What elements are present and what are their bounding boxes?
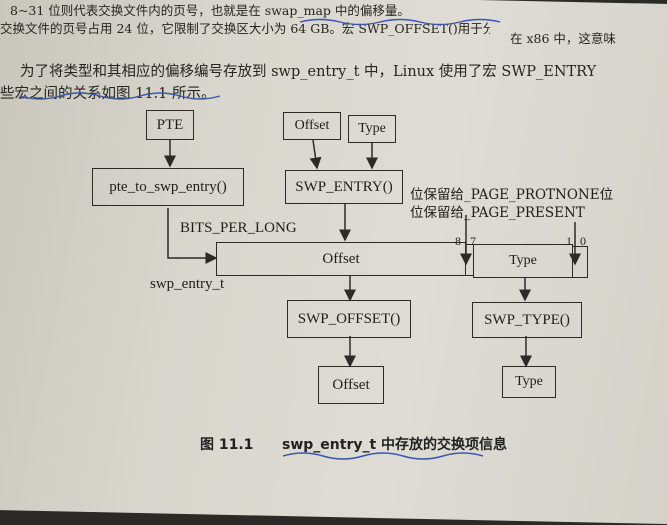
swp-entry-fn-box: SWP_ENTRY() <box>285 170 403 204</box>
bits-per-long-label: BITS_PER_LONG <box>180 220 297 236</box>
bit-7-label: 7 <box>470 234 476 248</box>
arrow-offset-down <box>309 139 322 170</box>
figure-title: swp_entry_t 中存放的交换项信息 <box>282 437 508 453</box>
figure-number: 图 11.1 <box>200 437 254 453</box>
bit-1-label: 1 <box>566 234 572 248</box>
swp-type-fn-box: SWP_TYPE() <box>472 302 582 338</box>
text-line-1-tail: 在 x86 中，这意味 <box>510 31 616 46</box>
pen-underline-text-2 <box>299 18 501 26</box>
pen-underline-text <box>19 92 221 100</box>
bit-0-label: 0 <box>580 234 586 248</box>
entry-offset-field: Offset <box>216 242 466 276</box>
arrow-pte-entry <box>167 208 218 264</box>
swp-entry-t-label: swp_entry_t <box>150 276 225 292</box>
pte-to-swp-entry-box: pte_to_swp_entry() <box>92 168 244 206</box>
offset-output-box: Offset <box>318 366 384 404</box>
type-input-box: Type <box>348 115 396 143</box>
offset-input-box: Offset <box>283 112 341 140</box>
swp-offset-fn-box: SWP_OFFSET() <box>287 300 411 338</box>
reserved-present-label: 位保留给_PAGE_PRESENT <box>410 205 585 221</box>
diagram-connectors <box>19 18 581 460</box>
entry-bit0-field <box>572 246 588 278</box>
swp-entry-t-bitfield: Offset Type <box>216 242 588 278</box>
text-line-2: 为了将类型和其相应的偏移编号存放到 swp_entry_t 中，Linux 使用… <box>20 64 597 80</box>
entry-type-field: Type <box>473 244 573 278</box>
pte-box: PTE <box>146 110 194 140</box>
type-output-box: Type <box>502 366 556 398</box>
reserved-protnone-label: 位保留给_PAGE_PROTNONE位 <box>410 187 614 203</box>
bit-8-label: 8 <box>455 234 461 248</box>
text-line-0: 8~31 位则代表交换文件内的页号，也就是在 swap_map 中的偏移量。 <box>10 3 410 18</box>
pen-underline-caption <box>282 452 484 460</box>
